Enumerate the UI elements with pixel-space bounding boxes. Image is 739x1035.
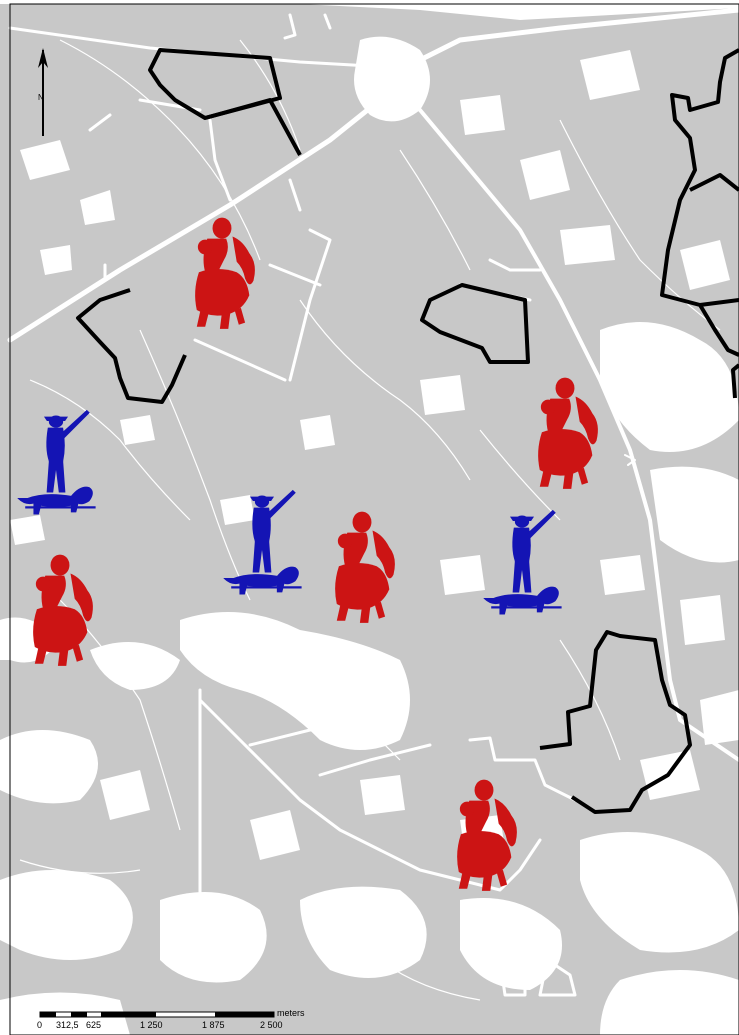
- scale-tick-label: 0: [37, 1020, 42, 1030]
- scale-tick-label: 625: [86, 1020, 101, 1030]
- scale-bar-segment: [71, 1012, 87, 1017]
- map-frame: [9, 3, 739, 1035]
- scale-unit: meters: [277, 1008, 305, 1018]
- scale-tick-label: 312,5: [56, 1020, 79, 1030]
- scale-tick-label: 1 250: [140, 1020, 163, 1030]
- scale-bar-segment: [215, 1012, 274, 1017]
- north-arrow-icon: N: [38, 48, 48, 136]
- hunting-area-boundaries: [76, 48, 739, 814]
- scale-tick-label: 1 875: [202, 1020, 225, 1030]
- scale-bar: meters 0 312,5 625 1 250 1 875 2 500: [37, 1008, 305, 1030]
- scale-bar-segment: [40, 1012, 56, 1017]
- scale-bar-segment: [101, 1012, 156, 1017]
- scale-tick-label: 2 500: [260, 1020, 283, 1030]
- north-label: N: [38, 93, 44, 102]
